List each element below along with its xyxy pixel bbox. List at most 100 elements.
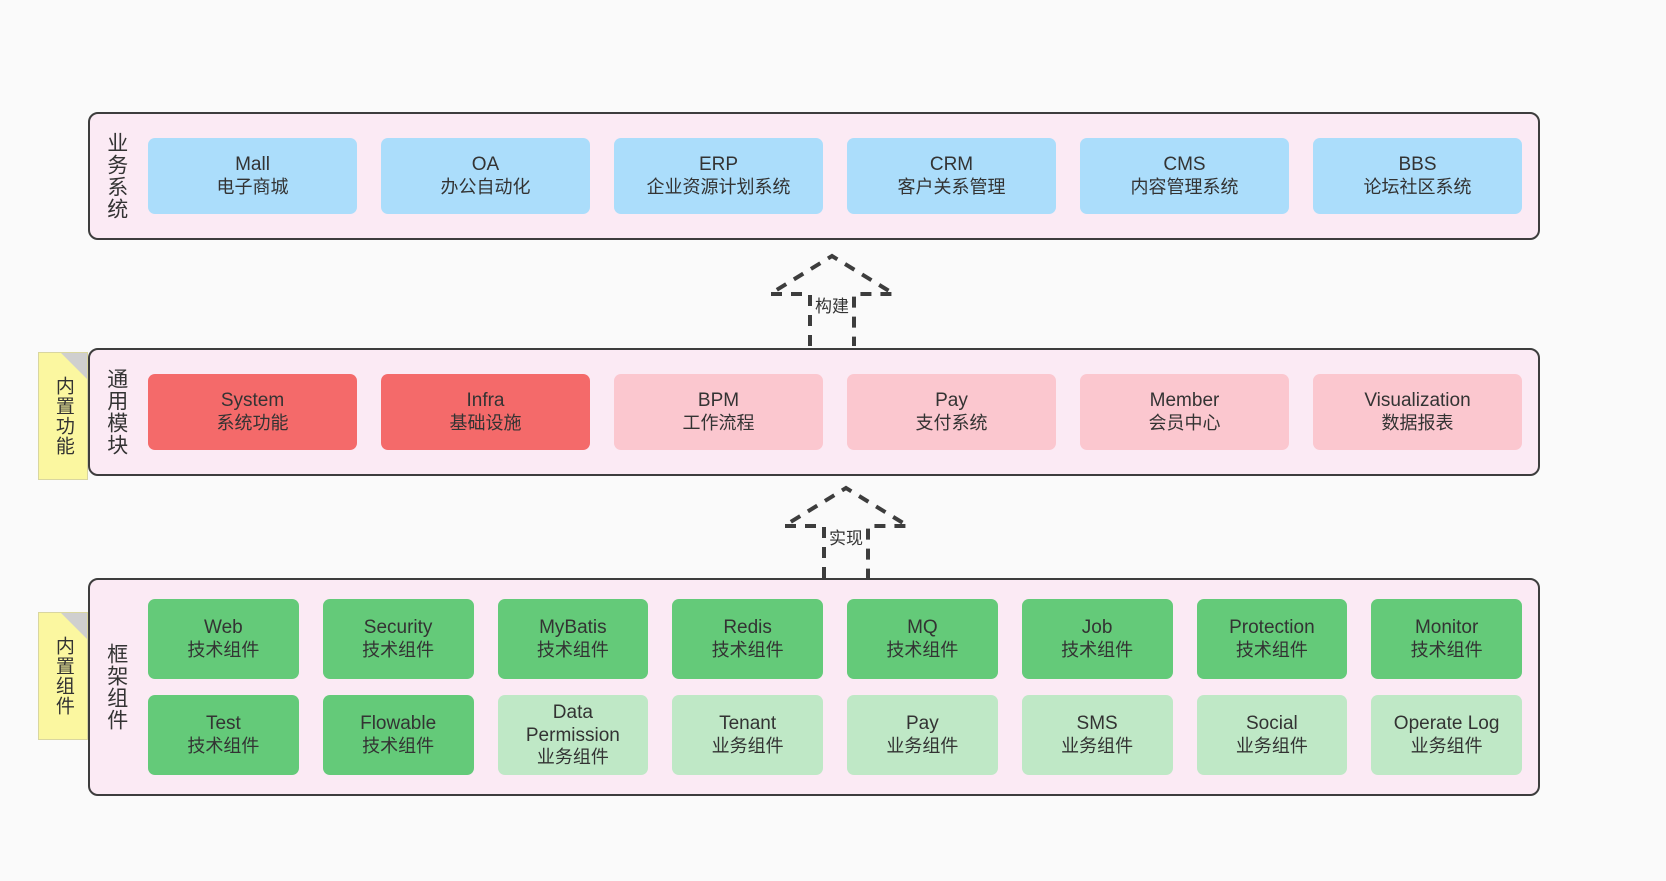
card-subtitle: 技术组件	[886, 639, 959, 660]
framework-card-test[interactable]: Test 技术组件	[148, 695, 299, 775]
common-card-visualization[interactable]: Visualization 数据报表	[1313, 374, 1522, 450]
note-fold-corner-icon	[61, 353, 87, 379]
card-subtitle: 业务组件	[711, 735, 784, 756]
card-subtitle: 办公自动化	[440, 176, 531, 197]
framework-card-redis[interactable]: Redis 技术组件	[672, 599, 823, 679]
card-title: Redis	[723, 617, 772, 639]
framework-card-social[interactable]: Social 业务组件	[1196, 695, 1348, 775]
note-label: 内置组件	[52, 636, 74, 716]
framework-business-row: Test 技术组件 Flowable 技术组件 Data Permission …	[148, 695, 1522, 775]
note-builtin-features: 内置功能	[38, 352, 88, 480]
layer-framework-components: 框架组件 Web 技术组件 Security 技术组件 MyBatis 技术组件…	[88, 578, 1540, 796]
card-title: ERP	[698, 154, 739, 176]
card-title: Web	[204, 617, 243, 639]
layer-body-common: System 系统功能 Infra 基础设施 BPM 工作流程 Pay 支付系统…	[142, 350, 1538, 474]
framework-card-pay[interactable]: Pay 业务组件	[847, 695, 998, 775]
common-card-member[interactable]: Member 会员中心	[1080, 374, 1289, 450]
card-subtitle: 企业资源计划系统	[646, 176, 791, 197]
card-subtitle: 基础设施	[449, 412, 522, 433]
card-subtitle: 业务组件	[536, 747, 609, 768]
card-title: SMS	[1076, 713, 1118, 735]
card-title: Social	[1246, 713, 1298, 735]
note-builtin-components: 内置组件	[38, 612, 88, 740]
card-subtitle: 技术组件	[1235, 639, 1308, 660]
card-title: Pay	[906, 713, 939, 735]
card-title: Data Permission	[525, 701, 620, 747]
card-title: System	[220, 390, 285, 412]
layer-body-framework: Web 技术组件 Security 技术组件 MyBatis 技术组件 Redi…	[142, 580, 1538, 794]
card-title: Pay	[935, 390, 968, 412]
common-card-system[interactable]: System 系统功能	[148, 374, 357, 450]
card-title: OA	[471, 154, 500, 176]
card-title: BBS	[1398, 154, 1437, 176]
card-title: CMS	[1163, 154, 1206, 176]
card-title: Security	[363, 617, 433, 639]
framework-card-tenant[interactable]: Tenant 业务组件	[672, 695, 823, 775]
layer-business-systems: 业务系统 Mall 电子商城 OA 办公自动化 ERP 企业资源计划系统 CRM…	[88, 112, 1540, 240]
connector-implement-label: 实现	[829, 529, 863, 548]
framework-card-sms[interactable]: SMS 业务组件	[1021, 695, 1173, 775]
framework-card-monitor[interactable]: Monitor 技术组件	[1371, 599, 1522, 679]
card-title: Monitor	[1414, 617, 1479, 639]
card-subtitle: 电子商城	[216, 176, 289, 197]
card-title: Mall	[235, 154, 270, 176]
card-subtitle: 论坛社区系统	[1363, 176, 1472, 197]
common-card-pay[interactable]: Pay 支付系统	[847, 374, 1056, 450]
framework-card-web[interactable]: Web 技术组件	[148, 599, 299, 679]
card-subtitle: 数据报表	[1381, 412, 1454, 433]
card-title: Operate Log	[1393, 713, 1500, 735]
card-subtitle: 技术组件	[1061, 639, 1134, 660]
framework-tech-row: Web 技术组件 Security 技术组件 MyBatis 技术组件 Redi…	[148, 599, 1522, 679]
layer-body-business: Mall 电子商城 OA 办公自动化 ERP 企业资源计划系统 CRM 客户关系…	[142, 114, 1538, 238]
note-fold-corner-icon	[61, 613, 87, 639]
business-card-row: Mall 电子商城 OA 办公自动化 ERP 企业资源计划系统 CRM 客户关系…	[148, 138, 1522, 214]
card-subtitle: 业务组件	[1061, 735, 1134, 756]
business-card-crm[interactable]: CRM 客户关系管理	[847, 138, 1056, 214]
business-card-bbs[interactable]: BBS 论坛社区系统	[1313, 138, 1522, 214]
card-title: Infra	[466, 390, 505, 412]
framework-card-operate-log[interactable]: Operate Log 业务组件	[1371, 695, 1522, 775]
card-title: Test	[205, 713, 241, 735]
framework-card-security[interactable]: Security 技术组件	[322, 599, 474, 679]
connector-build-label: 构建	[815, 297, 849, 316]
common-card-bpm[interactable]: BPM 工作流程	[614, 374, 823, 450]
card-subtitle: 支付系统	[915, 412, 988, 433]
business-card-oa[interactable]: OA 办公自动化	[381, 138, 590, 214]
card-subtitle: 技术组件	[187, 639, 260, 660]
card-subtitle: 技术组件	[362, 639, 435, 660]
business-card-mall[interactable]: Mall 电子商城	[148, 138, 357, 214]
card-subtitle: 技术组件	[187, 735, 260, 756]
note-label: 内置功能	[52, 376, 74, 456]
layer-title-common: 通用模块	[104, 368, 128, 456]
framework-card-mq[interactable]: MQ 技术组件	[847, 599, 998, 679]
card-subtitle: 技术组件	[1410, 639, 1483, 660]
common-card-infra[interactable]: Infra 基础设施	[381, 374, 590, 450]
card-subtitle: 系统功能	[216, 412, 289, 433]
business-card-cms[interactable]: CMS 内容管理系统	[1080, 138, 1289, 214]
card-title: CRM	[929, 154, 974, 176]
card-subtitle: 会员中心	[1148, 412, 1221, 433]
framework-card-job[interactable]: Job 技术组件	[1021, 599, 1173, 679]
framework-card-flowable[interactable]: Flowable 技术组件	[322, 695, 474, 775]
card-title: BPM	[697, 390, 740, 412]
framework-card-mybatis[interactable]: MyBatis 技术组件	[497, 599, 649, 679]
card-title: Member	[1149, 390, 1220, 412]
card-subtitle: 工作流程	[682, 412, 755, 433]
card-subtitle: 技术组件	[362, 735, 435, 756]
layer-title-business: 业务系统	[104, 132, 128, 220]
framework-card-protection[interactable]: Protection 技术组件	[1196, 599, 1348, 679]
card-subtitle: 客户关系管理	[897, 176, 1006, 197]
card-title: Flowable	[360, 713, 437, 735]
card-subtitle: 技术组件	[536, 639, 609, 660]
card-title: MQ	[907, 617, 938, 639]
card-subtitle: 技术组件	[711, 639, 784, 660]
business-card-erp[interactable]: ERP 企业资源计划系统	[614, 138, 823, 214]
card-title: Visualization	[1364, 390, 1471, 412]
card-subtitle: 业务组件	[1410, 735, 1483, 756]
framework-card-data-permission[interactable]: Data Permission 业务组件	[497, 695, 649, 775]
card-title: Job	[1081, 617, 1113, 639]
layer-common-modules: 通用模块 System 系统功能 Infra 基础设施 BPM 工作流程 Pay…	[88, 348, 1540, 476]
card-title: Protection	[1229, 617, 1315, 639]
card-subtitle: 业务组件	[886, 735, 959, 756]
